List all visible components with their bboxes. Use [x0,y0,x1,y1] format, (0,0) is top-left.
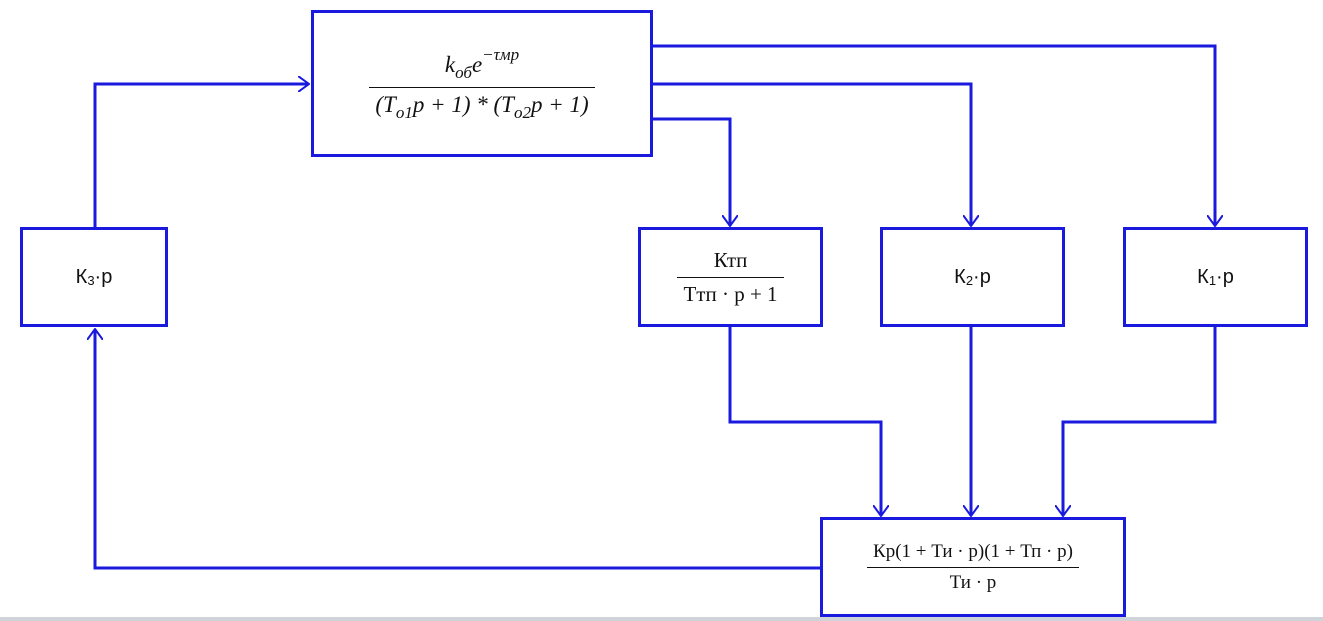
fraction-bar [677,276,784,278]
fraction-bar [369,86,595,88]
tp-denominator: Ттп · р + 1 [683,281,778,306]
arrow-k3-to-plant [93,84,309,227]
tp-numerator: Ктп [713,247,748,272]
tp-transfer-function: Ктп Ттп · р + 1 [677,247,784,307]
plant-numerator: kобe−τмp [444,44,520,82]
pid-denominator: Ти · р [949,571,997,593]
block-tp: Ктп Ттп · р + 1 [638,227,823,327]
block-plant: kобe−τмp (To1p + 1) * (To2p + 1) [311,10,653,157]
block-k2: К2·р [880,227,1065,327]
arrow-k1-to-pid [1063,326,1217,516]
arrow-plant-to-tp [652,117,730,226]
plant-denominator: (To1p + 1) * (To2p + 1) [375,91,589,122]
pid-transfer-function: Кр(1 + Ти · р)(1 + Тп · р) Ти · р [867,541,1079,594]
arrow-plant-to-k2 [652,82,971,226]
pid-numerator: Кр(1 + Ти · р)(1 + Тп · р) [873,540,1073,562]
arrow-tp-to-pid [728,326,881,516]
block-k3: К3·р [20,227,168,327]
k3-label: К3·р [75,265,113,288]
k1-label: К1·р [1197,265,1234,288]
block-k1: К1·р [1123,227,1308,327]
fraction-bar [867,566,1079,568]
plant-transfer-function: kобe−τмp (To1p + 1) * (To2p + 1) [369,44,595,123]
bottom-edge-bar [0,617,1323,621]
block-pid: Кр(1 + Ти · р)(1 + Тп · р) Ти · р [820,517,1126,617]
k2-label: К2·р [954,265,991,288]
arrow-pid-to-k3 [95,329,821,570]
arrow-plant-to-k1 [652,44,1215,226]
